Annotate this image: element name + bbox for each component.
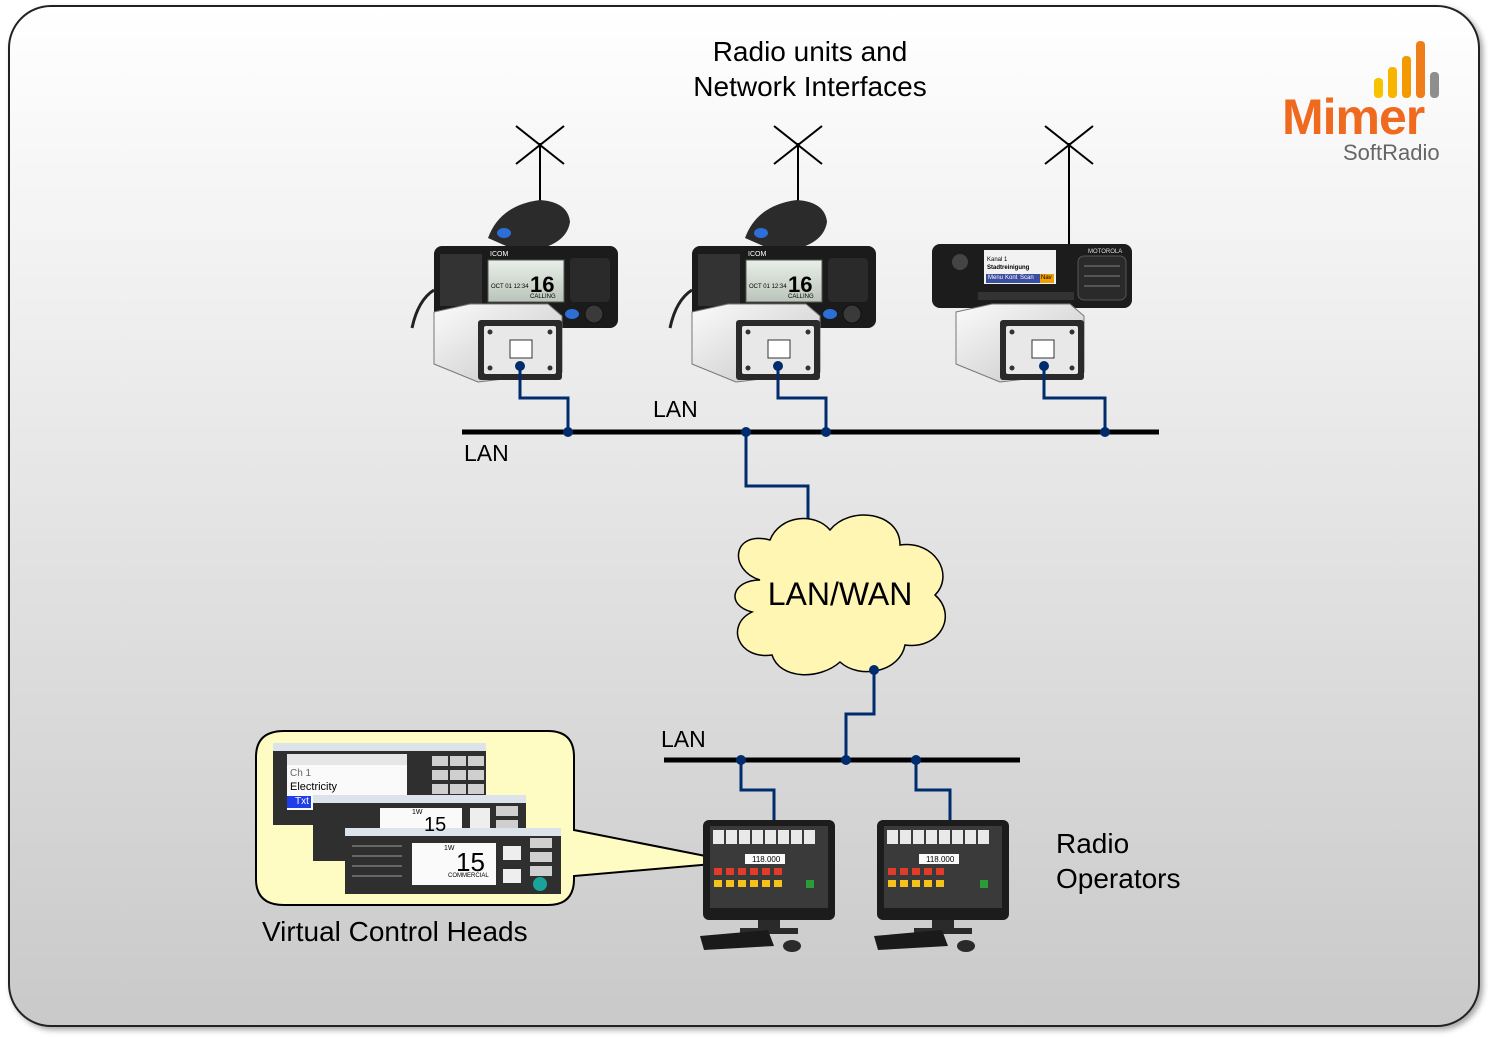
title-line-1: Radio units and [712,36,908,67]
vch-middle-power: 1W [412,809,423,816]
radio2-brand: ICOM [748,251,767,258]
cloud-label: LAN/WAN [767,576,913,612]
radio3-softkey-3: Scan [1020,275,1034,281]
monitor2-readout: 118.000 [926,855,955,864]
lan-label-top: LAN [653,396,698,422]
network-interface-box-1 [433,303,563,383]
vch-back-button: Txt [295,796,309,807]
svg-text:16: 16 [530,272,554,297]
radio1-line-2: CALLING [530,294,556,300]
top-link-lines [518,366,1107,536]
vch-window-front [345,828,561,894]
lan-label-left: LAN [464,440,509,466]
bottom-junction-dots [736,665,921,765]
radio2-line-1: OCT 01 12:34 [749,284,787,290]
vch-label: Virtual Control Heads [262,916,528,947]
bottom-link-lines [739,670,952,822]
antenna-icon-1 [515,125,565,210]
operator-workstation-1 [700,820,835,952]
radio-operators-label: Radio Operators [1056,826,1181,896]
mimer-logo-icon [1374,41,1439,98]
vch-middle-channel: 15 [424,814,447,836]
title-line-2: Network Interfaces [693,71,927,102]
operators-line-2: Operators [1056,863,1181,894]
logo-sub: SoftRadio [1343,140,1440,165]
lan-wan-cloud [734,514,946,676]
diagram-title: Radio units and Network Interfaces [640,34,980,104]
radio1-line-1: OCT 01 12:34 [491,284,529,290]
vch-front-label: COMMERCIAL [448,873,489,879]
radio-unit-3 [932,244,1132,308]
antenna-icon-3 [1044,125,1094,246]
vch-front-power: 1W [444,845,455,852]
logo-name: Mimer [1282,89,1425,145]
svg-text:16: 16 [788,272,812,297]
monitor1-readout: 118.000 [752,855,781,864]
radio2-line-2: CALLING [788,294,814,300]
radio3-brand: MOTOROLA [1088,249,1123,255]
network-interface-box-2 [691,303,821,383]
radio3-softkey-1: Menu [988,275,1004,281]
network-interface-box-3 [955,303,1085,383]
operators-line-1: Radio [1056,828,1130,859]
vch-back-name: Electricity [290,781,338,793]
vch-back-channel: Ch 1 [290,768,312,779]
radio3-softkey-4: Nav [1041,275,1052,281]
radio1-brand: ICOM [490,251,509,258]
lan-label-bottom: LAN [661,726,706,752]
radio3-line-2: Stadtreinigung [987,265,1030,271]
top-junction-dots [515,361,1110,541]
operator-workstation-2 [874,820,1009,952]
radio3-line-1: Kanal 1 [987,257,1008,263]
antenna-icon-2 [773,125,823,210]
vch-front-channel: 15 [456,847,485,877]
radio3-softkey-2: Kont [1005,275,1018,281]
